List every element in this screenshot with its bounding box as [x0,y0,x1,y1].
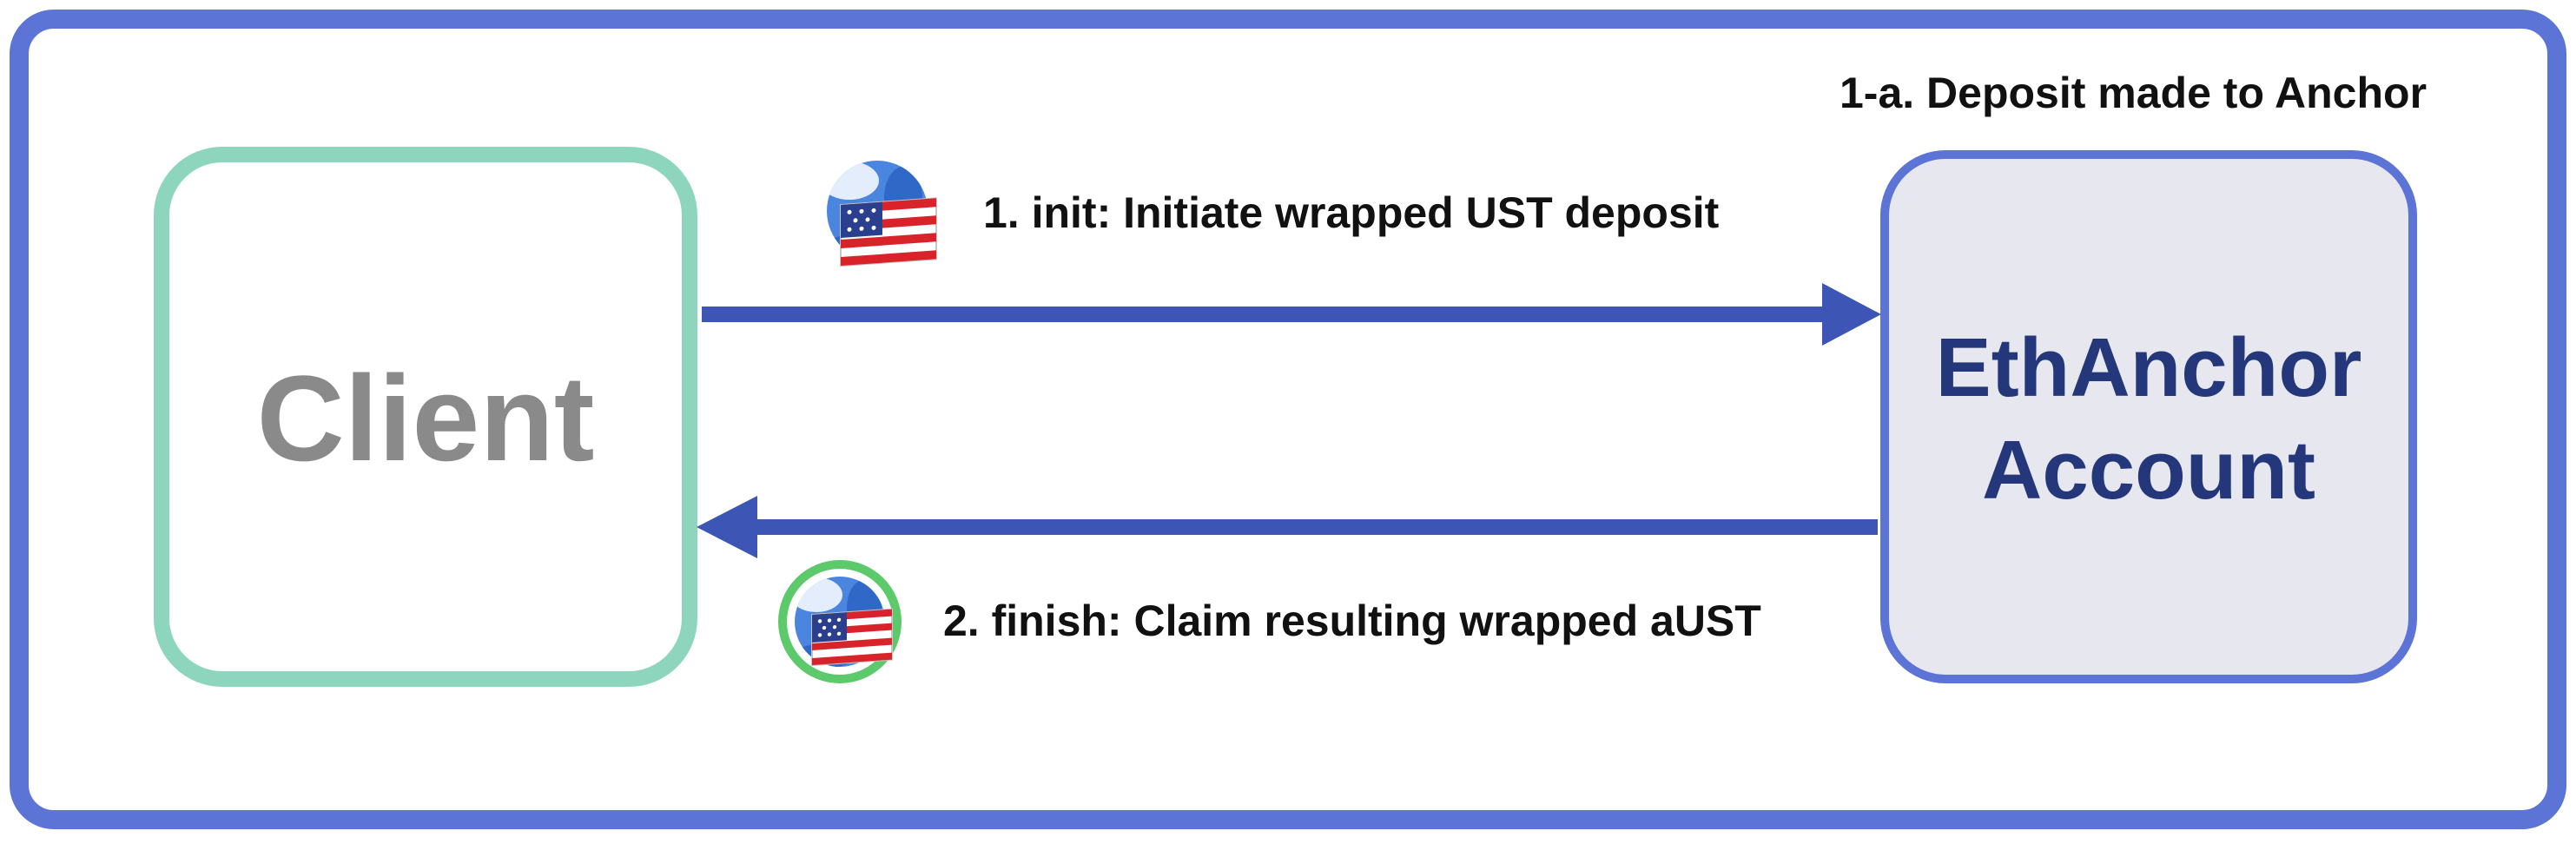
us-flag-icon [840,197,937,267]
step-2-label: 2. finish: Claim resulting wrapped aUST [943,597,1761,645]
wrapped-ust-icon [827,161,937,267]
client-box [154,147,697,687]
wrapped-aust-icon [778,560,902,683]
client-label: Client [257,350,595,486]
ethanchor-account-box [1880,150,2417,683]
step-1-label: 1. init: Initiate wrapped UST deposit [983,188,1720,237]
us-flag-icon [811,608,893,667]
frame-caption: 1-a. Deposit made to Anchor [1840,69,2427,117]
finish-arrowhead [697,496,757,558]
ethanchor-account-label-line1: EthAnchor [1936,321,2362,414]
ethanchor-account-label-line2: Account [1982,424,2315,517]
init-arrowhead [1822,283,1881,346]
